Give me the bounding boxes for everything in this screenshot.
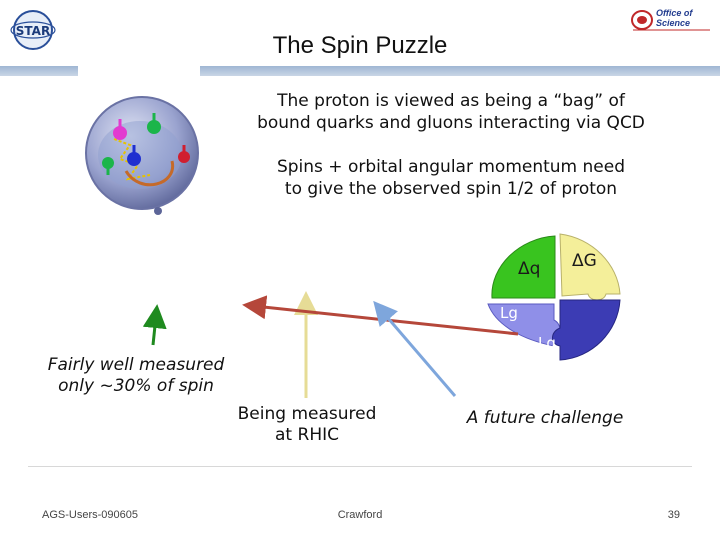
caption-gluon-spin-line1: Being measured [237,404,377,424]
header-bar-gap [78,66,200,76]
spin-sum-line2: to give the observed spin 1/2 of proton [284,179,618,199]
spin-puzzle: Δq ΔG Lg Lq [480,228,630,368]
slide-title: The Spin Puzzle [272,32,448,59]
proton-bag-icon [85,96,199,215]
doe-seal-icon [631,10,710,31]
office-of-science-line2: Science [656,18,691,28]
office-of-science-logo: Office of Science [630,8,712,38]
puzzle-piece-dg [559,233,621,301]
proton-description-line2: bound quarks and gluons interacting via … [257,113,645,133]
arrow-orbital-gluon [242,295,519,336]
footer-rule [28,466,692,467]
caption-gluon-spin-line2: at RHIC [275,425,339,445]
header-bar [0,66,720,76]
puzzle-piece-lq [552,299,621,361]
puzzle-piece-dq [491,235,556,299]
caption-quark-spin: Fairly well measured only ~30% of spin [36,355,236,397]
lg-label: Lg [500,304,518,322]
caption-future-challenge: A future challenge [466,408,624,428]
footer-left: AGS-Users-090605 [42,509,138,521]
dq-label: Δq [518,259,540,279]
office-of-science-line1: Office of [656,8,693,18]
proton-description: The proton is viewed as being a “bag” of… [236,90,666,134]
caption-quark-spin-line1: Fairly well measured [47,355,225,375]
proton-illustration [80,75,200,225]
dg-label: ΔG [572,251,597,271]
page-number: 39 [667,509,680,521]
footer-center: Crawford [337,509,383,521]
spin-sum-line1: Spins + orbital angular momentum need [276,157,626,177]
spin-sum-description: Spins + orbital angular momentum need to… [236,156,666,200]
lq-label: Lq [538,334,556,352]
caption-quark-spin-line2: only ~30% of spin [58,376,214,396]
proton-description-line1: The proton is viewed as being a “bag” of [277,91,625,111]
star-logo-icon: STAR [10,10,56,50]
caption-gluon-spin: Being measured at RHIC [222,404,392,446]
star-logo: STAR [8,8,58,52]
star-logo-text: STAR [16,24,50,38]
arrow-orbital-quark [373,300,457,397]
arrow-quark-spin [142,304,167,346]
